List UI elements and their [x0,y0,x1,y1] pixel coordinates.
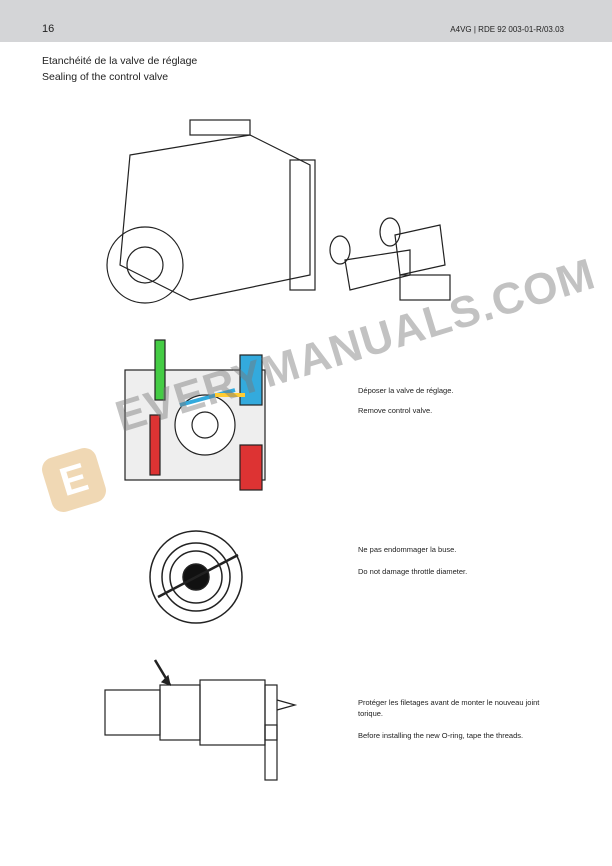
step1-text-fr: Déposer la valve de réglage. [358,386,454,395]
watermark-logo: E [39,445,109,515]
throttle-bore-illustration [149,530,243,624]
page-header: 16 A4VG | RDE 92 003-01-R/03.03 [0,0,612,42]
control-valve-section-illustration [124,339,266,491]
step3-text-fr: Protéger les filetages avant de monter l… [358,698,540,718]
valve-thread-illustration [104,659,298,781]
step3-text-en: Before installing the new O-ring, tape t… [358,731,524,740]
title-fr: Etanchéité de la valve de réglage [42,55,198,67]
page-number: 16 [42,23,55,35]
step2-text-fr: Ne pas endommager la buse. [358,545,457,554]
document-reference: A4VG | RDE 92 003-01-R/03.03 [450,25,564,34]
step2-text-en: Do not damage throttle diameter. [358,567,468,576]
step1-text-en: Remove control valve. [358,406,433,415]
title-en: Sealing of the control valve [42,71,169,83]
pump-exploded-illustration [106,119,451,304]
